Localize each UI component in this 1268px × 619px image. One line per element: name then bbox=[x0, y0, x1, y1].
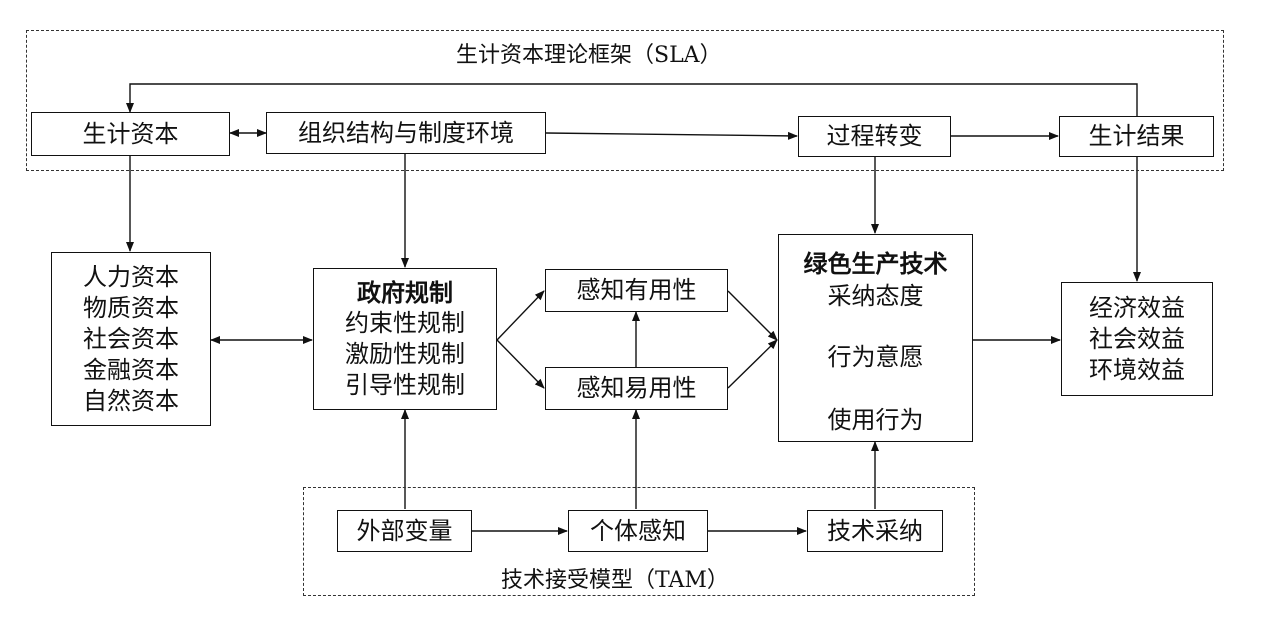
capital-type-item: 人力资本 bbox=[83, 262, 179, 291]
benefit-item: 经济效益 bbox=[1089, 293, 1185, 322]
gov-regulation-item: 激励性规制 bbox=[345, 340, 465, 368]
node-perceived-ease: 感知易用性 bbox=[545, 367, 728, 410]
node-org-structure: 组织结构与制度环境 bbox=[266, 112, 546, 154]
gov-regulation-title: 政府规制 bbox=[357, 278, 453, 307]
node-livelihood-capital: 生计资本 bbox=[31, 112, 230, 156]
arrow-ease-green bbox=[727, 339, 778, 389]
perceived-ease-label: 感知易用性 bbox=[576, 374, 697, 402]
external-variables-label: 外部变量 bbox=[356, 516, 453, 545]
node-perceived-usefulness: 感知有用性 bbox=[545, 269, 728, 312]
node-benefits: 经济效益 社会效益 环境效益 bbox=[1061, 282, 1213, 396]
node-livelihood-outcome-label: 生计结果 bbox=[1088, 122, 1185, 150]
node-capital-types: 人力资本 物质资本 社会资本 金融资本 自然资本 bbox=[51, 252, 211, 426]
perceived-usefulness-label: 感知有用性 bbox=[576, 276, 697, 304]
node-individual-perception: 个体感知 bbox=[568, 510, 708, 552]
node-org-structure-label: 组织结构与制度环境 bbox=[298, 118, 514, 147]
arrow-feedback-loop bbox=[126, 83, 1138, 116]
node-gov-regulation: 政府规制 约束性规制 激励性规制 引导性规制 bbox=[313, 268, 497, 410]
node-process-transform: 过程转变 bbox=[798, 116, 951, 157]
arrow-org-process bbox=[545, 131, 798, 140]
capital-type-item: 物质资本 bbox=[83, 293, 179, 322]
arrow-gov-ease bbox=[496, 339, 545, 389]
capital-type-item: 社会资本 bbox=[83, 324, 179, 353]
gov-regulation-item: 引导性规制 bbox=[345, 371, 465, 399]
green-tech-step-intention: 行为意愿 bbox=[827, 343, 924, 371]
node-livelihood-capital-label: 生计资本 bbox=[82, 119, 179, 148]
arrow-usefulness-green bbox=[727, 290, 778, 341]
green-tech-step-attitude: 采纳态度 bbox=[827, 282, 924, 310]
node-external-variables: 外部变量 bbox=[337, 510, 472, 552]
node-green-tech bbox=[778, 234, 973, 442]
sla-frame-label: 生计资本理论框架（SLA） bbox=[452, 37, 726, 69]
green-tech-step-behavior: 使用行为 bbox=[827, 406, 924, 434]
tech-adoption-label: 技术采纳 bbox=[827, 516, 923, 545]
benefit-item: 环境效益 bbox=[1089, 355, 1185, 384]
tam-frame bbox=[303, 487, 975, 596]
sla-frame bbox=[26, 30, 1224, 171]
gov-regulation-item: 约束性规制 bbox=[345, 309, 465, 337]
benefit-item: 社会效益 bbox=[1089, 324, 1185, 353]
node-process-transform-label: 过程转变 bbox=[826, 122, 923, 150]
capital-type-item: 金融资本 bbox=[83, 355, 179, 384]
arrow-gov-usefulness bbox=[496, 290, 545, 341]
node-tech-adoption: 技术采纳 bbox=[807, 510, 943, 552]
node-livelihood-outcome: 生计结果 bbox=[1059, 116, 1214, 157]
green-tech-title: 绿色生产技术 bbox=[803, 249, 948, 278]
individual-perception-label: 个体感知 bbox=[590, 516, 686, 545]
capital-type-item: 自然资本 bbox=[83, 386, 179, 415]
tam-frame-label: 技术接受模型（TAM） bbox=[497, 562, 733, 594]
